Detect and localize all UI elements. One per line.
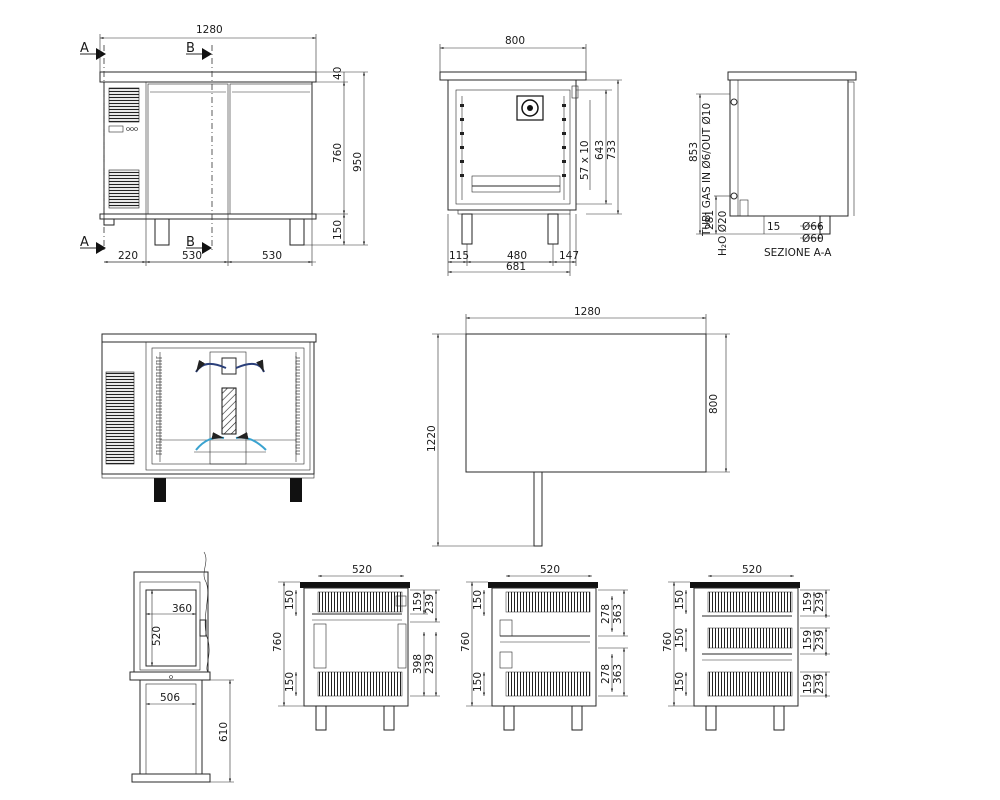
drawer-unit-view: 360 520 506 610	[129, 551, 234, 783]
gas-pipes-label: TUBI GAS IN Ø6/OUT Ø10	[701, 103, 713, 237]
section-a-a: 853 TUBI GAS IN Ø6/OUT Ø10 281 H₂O Ø20 1…	[688, 71, 857, 259]
c2-bottom-gap: 150	[472, 672, 484, 692]
c3-width: 520	[742, 564, 762, 576]
dim-right-offset: 147	[559, 250, 579, 262]
cutaway-view	[101, 333, 317, 502]
c2-top-gap: 150	[472, 590, 484, 610]
drain-label: H₂O Ø20	[717, 211, 729, 256]
section-b-top: B	[186, 41, 195, 56]
dim-total-height: 950	[352, 152, 364, 172]
dim-leg-height: 150	[332, 220, 344, 240]
dim-gap: 15	[767, 221, 780, 233]
c3-d4: 239	[814, 630, 826, 650]
dim-seg-right: 530	[262, 250, 282, 262]
side-view: 800 57 x 10 643 733 115 480 147 681	[439, 35, 622, 276]
dim-front-width: 1280	[196, 24, 223, 36]
c3-d6: 239	[814, 674, 826, 694]
c2-d2: 363	[612, 604, 624, 624]
c3-gap1: 150	[674, 590, 686, 610]
front-view: A A B B 1280 40 760 150 950	[80, 24, 368, 266]
c3-gap3: 150	[674, 672, 686, 692]
dim-drawer-inner-width: 360	[172, 603, 192, 615]
c1-bottom-gap: 150	[284, 672, 296, 692]
dim-inner-height: 643	[594, 140, 606, 160]
dim-slots: 57 x 10	[579, 140, 591, 180]
c2-height: 760	[460, 632, 472, 652]
c3-gap2: 150	[674, 628, 686, 648]
section-a-bottom: A	[80, 235, 89, 250]
c2-d3: 278	[600, 664, 612, 684]
dim-center: 480	[507, 250, 527, 262]
c1-d2: 239	[424, 594, 436, 614]
dim-top-thickness: 40	[332, 67, 344, 80]
dim-top-width: 1280	[574, 306, 601, 318]
c1-top-gap: 150	[284, 590, 296, 610]
dim-base-width: 681	[506, 261, 526, 273]
dim-total-depth: 1220	[426, 425, 438, 452]
dim-left-offset: 115	[449, 250, 469, 262]
dim-body-height: 760	[332, 143, 344, 163]
c3-d5: 159	[802, 674, 814, 694]
section-a-top: A	[80, 41, 89, 56]
dim-top-depth: 800	[708, 394, 720, 414]
c3-d3: 159	[802, 630, 814, 650]
c1-width: 520	[352, 564, 372, 576]
dim-d60: Ø60	[802, 233, 824, 245]
c3-height: 760	[662, 632, 674, 652]
dim-section-height: 853	[688, 142, 700, 162]
section-b-bottom: B	[186, 235, 195, 250]
c2-d4: 363	[612, 664, 624, 684]
dim-base-height: 610	[218, 722, 230, 742]
c1-height: 760	[272, 632, 284, 652]
cabinet-1: 520 760 150 150 159 239 398 239	[272, 564, 440, 731]
dim-outer-height: 733	[606, 140, 618, 160]
cabinet-3: 520 760 150 150 150 159 239 159 239 159 …	[662, 564, 830, 731]
c2-d1: 278	[600, 604, 612, 624]
cabinet-2: 520 760 150 150 278 363 278 363	[460, 564, 628, 731]
section-title: SEZIONE A-A	[764, 247, 832, 259]
top-view: 1280 800 1220	[426, 306, 730, 547]
c3-d2: 239	[814, 592, 826, 612]
c1-d3: 398	[412, 654, 424, 674]
c2-width: 520	[540, 564, 560, 576]
dim-drawer-inner-height: 520	[151, 626, 163, 646]
dim-side-width: 800	[505, 35, 525, 47]
dim-base-width: 506	[160, 692, 180, 704]
c1-d1: 159	[412, 592, 424, 612]
c1-d4: 239	[424, 654, 436, 674]
c3-d1: 159	[802, 592, 814, 612]
dim-seg-left: 220	[118, 250, 138, 262]
dim-drain-height: 281	[704, 210, 716, 230]
dim-seg-mid: 530	[182, 250, 202, 262]
dim-d66: Ø66	[802, 221, 824, 233]
